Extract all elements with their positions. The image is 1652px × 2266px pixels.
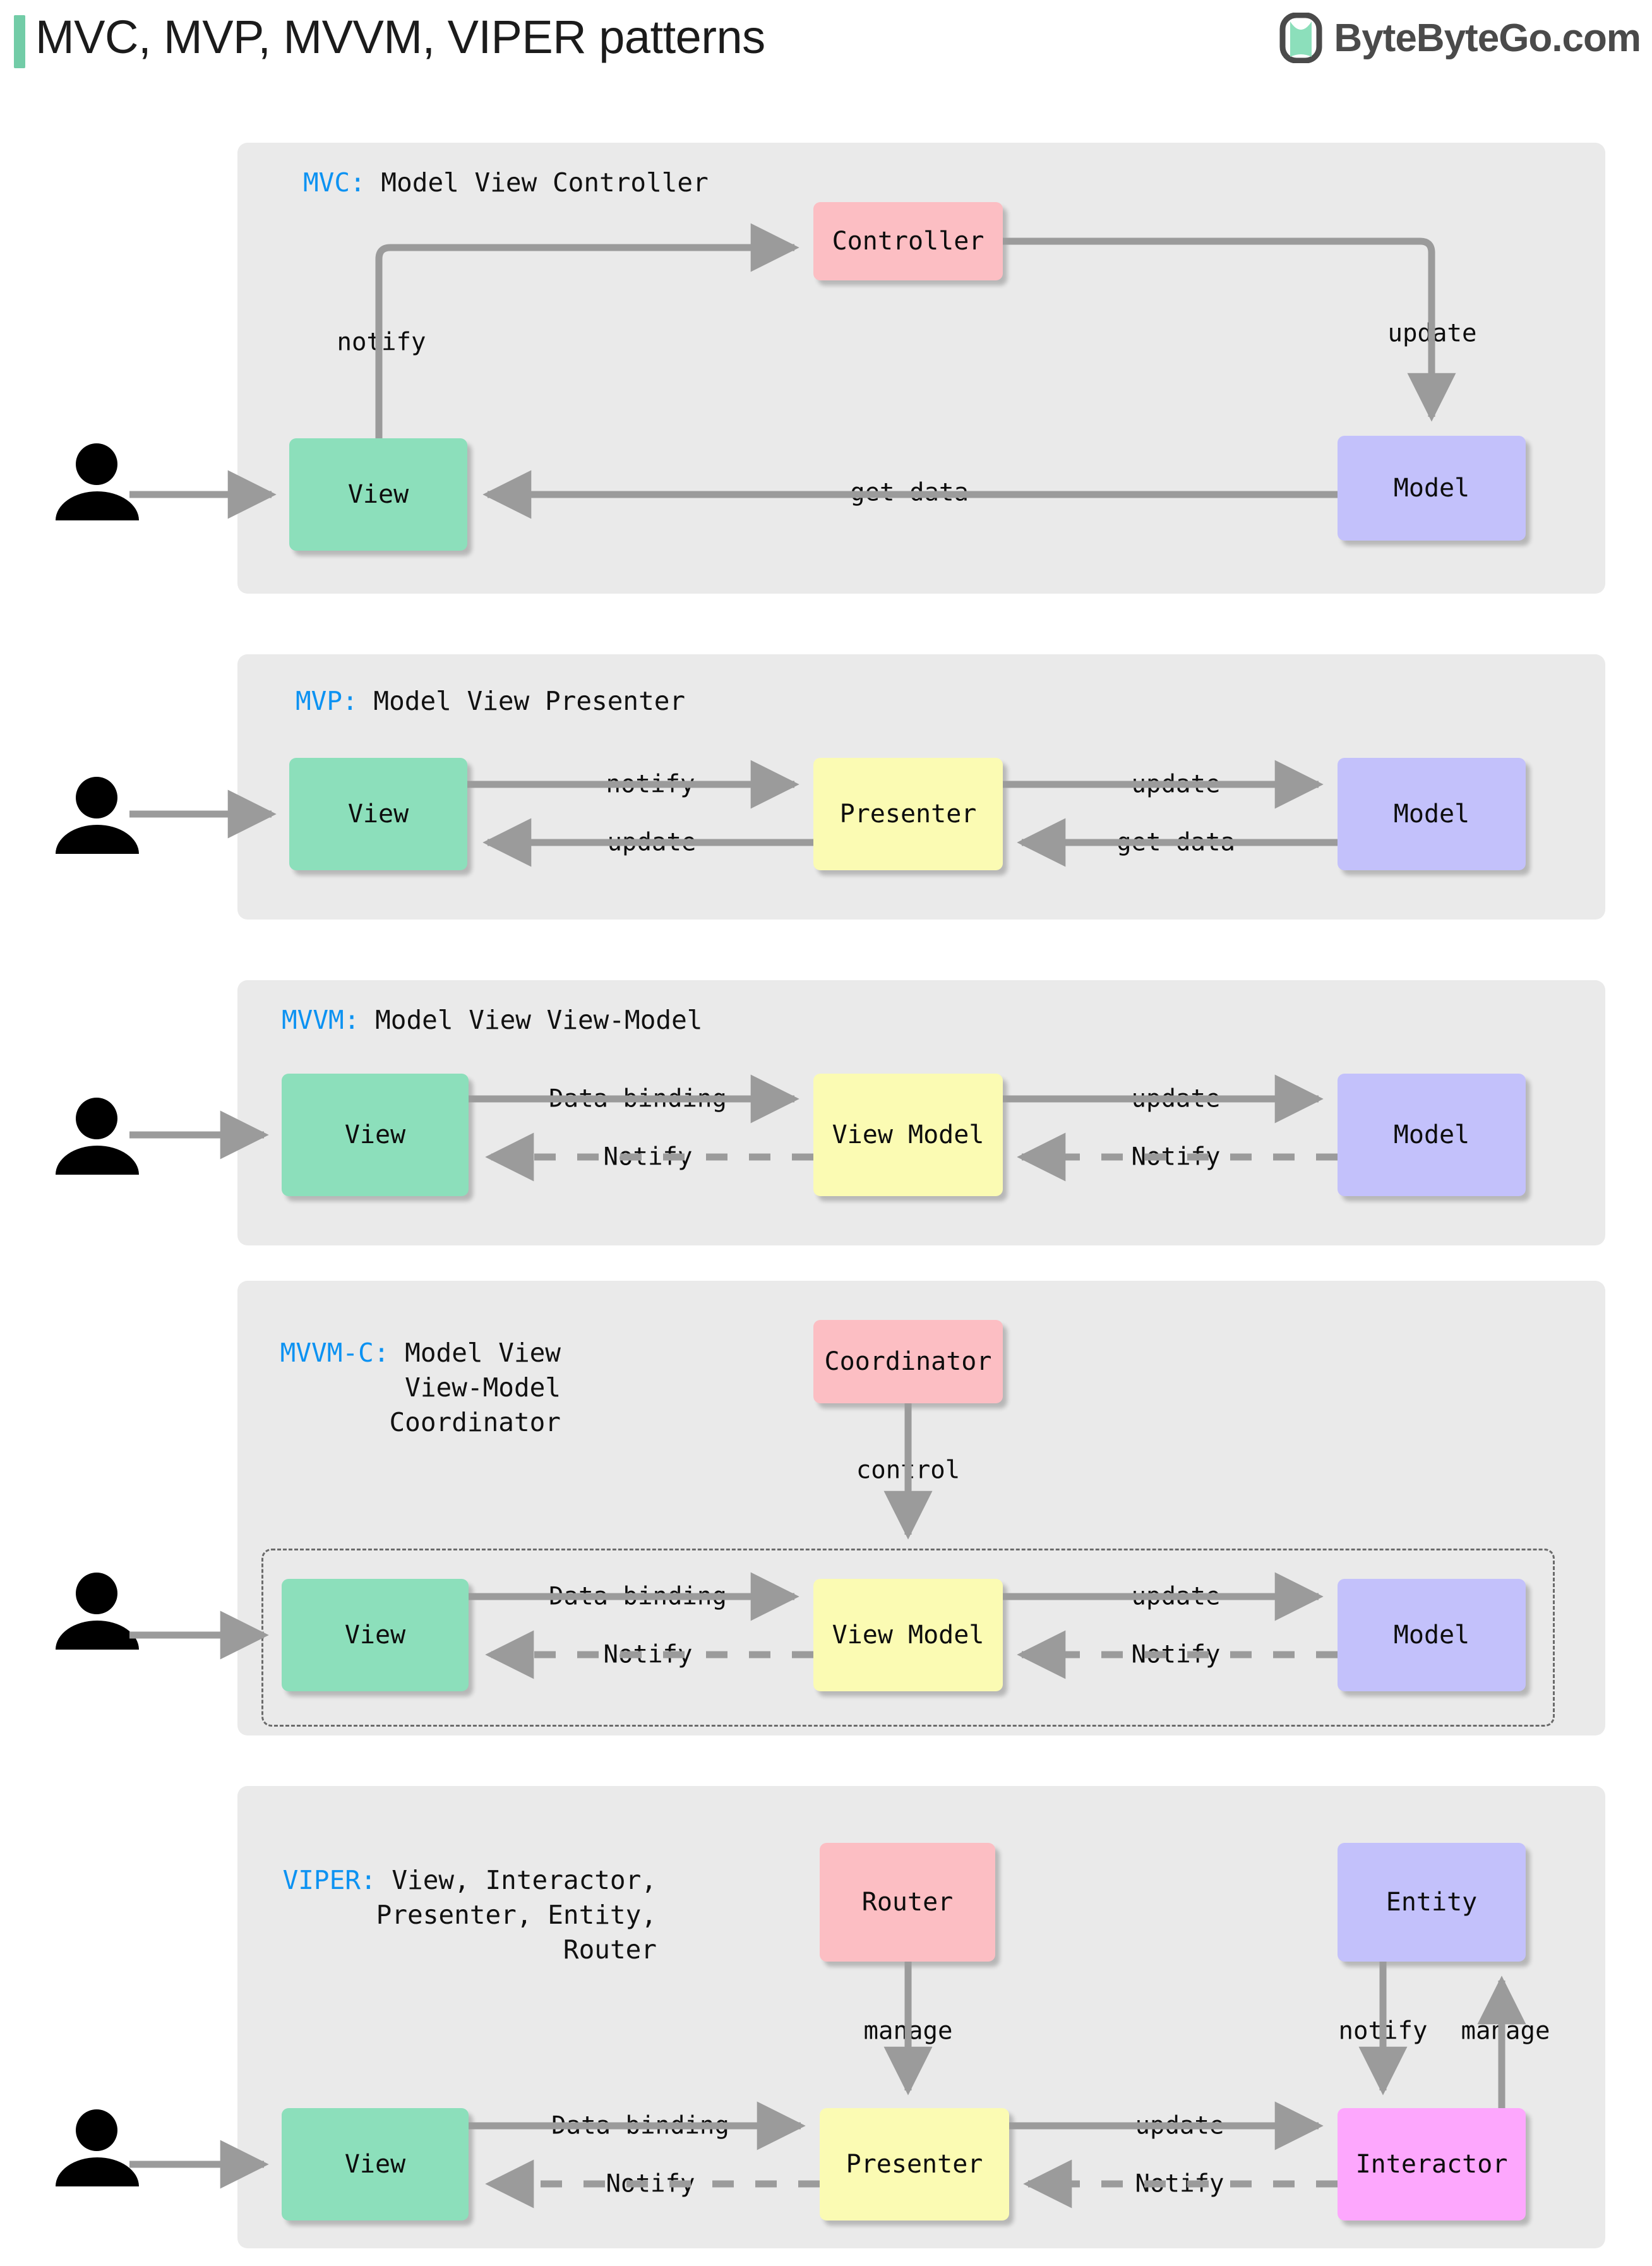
node-mvc-view[interactable]: View: [289, 438, 467, 551]
edge-label-mvc-update: update: [1387, 319, 1477, 348]
edge-label-viper-manage-entity: manage: [1461, 2017, 1550, 2046]
edge-label-mvvm-update: update: [1131, 1084, 1221, 1113]
bytebytego-mark-icon: [1279, 13, 1322, 63]
node-viper-view[interactable]: View: [282, 2108, 469, 2221]
logo-text: ByteByteGo.com: [1334, 16, 1641, 60]
user-icon-mvvm: [56, 1098, 139, 1175]
edge-label-mvvmc-databinding: Data binding: [549, 1582, 727, 1611]
bytebytego-logo: ByteByteGo.com: [1279, 13, 1641, 63]
user-body-shape: [56, 491, 139, 520]
user-icon-mvp: [56, 777, 139, 854]
panel-viper-title: VIPER: View, Interactor, Presenter, Entit…: [126, 1863, 657, 1967]
user-head-shape: [76, 1098, 117, 1139]
user-icon-viper: [56, 2109, 139, 2186]
edge-label-mvp-update: update: [607, 828, 697, 857]
title-accent-bar: [14, 15, 25, 68]
panel-mvvmc-title-l3: Coordinator: [389, 1407, 561, 1437]
node-viper-router[interactable]: Router: [820, 1843, 995, 1962]
node-mvvmc-coordinator[interactable]: Coordinator: [813, 1320, 1003, 1403]
user-body-shape: [56, 825, 139, 854]
user-head-shape: [76, 777, 117, 818]
user-body-shape: [56, 1621, 139, 1650]
node-viper-interactor[interactable]: Interactor: [1338, 2108, 1526, 2221]
edge-label-mvvmc-notify: Notify: [603, 1640, 693, 1669]
node-mvvmc-view[interactable]: View: [282, 1579, 469, 1691]
panel-mvvmc-title-l2: View-Model: [405, 1372, 561, 1403]
node-mvvm-view[interactable]: View: [282, 1074, 469, 1196]
panel-mvvmc-title-l1: Model View: [389, 1338, 561, 1368]
node-mvc-controller[interactable]: Controller: [813, 202, 1003, 280]
panel-mvvmc-title-key: MVVM-C:: [280, 1338, 390, 1368]
node-mvp-presenter[interactable]: Presenter: [813, 758, 1003, 870]
user-head-shape: [76, 443, 117, 485]
edge-label-mvvmc-control: control: [856, 1456, 961, 1485]
node-mvvmc-model[interactable]: Model: [1338, 1579, 1526, 1691]
panel-mvp-title-key: MVP:: [296, 686, 358, 716]
edge-label-mvvmc-update: update: [1131, 1582, 1221, 1611]
page-title: MVC, MVP, MVVM, VIPER patterns: [35, 11, 765, 63]
panel-mvvm-title-key: MVVM:: [282, 1005, 360, 1035]
edge-label-mvp-getdata: get data: [1116, 828, 1235, 857]
edge-label-viper-manage-router: manage: [863, 2017, 953, 2046]
panel-viper-title-key: VIPER:: [282, 1865, 376, 1895]
page-header: MVC, MVP, MVVM, VIPER patterns ByteByteG…: [0, 0, 1652, 101]
edge-label-mvvm-databinding: Data binding: [549, 1084, 727, 1113]
node-mvvm-model[interactable]: Model: [1338, 1074, 1526, 1196]
node-viper-entity[interactable]: Entity: [1338, 1843, 1526, 1962]
edge-label-mvp-update2: update: [1131, 770, 1221, 799]
edge-label-mvvm-notify2: Notify: [1131, 1142, 1221, 1172]
panel-viper-title-l3: Router: [563, 1934, 657, 1965]
user-body-shape: [56, 2157, 139, 2186]
edge-label-viper-notify2: Notify: [1135, 2169, 1224, 2198]
node-mvvm-viewmodel[interactable]: View Model: [813, 1074, 1003, 1196]
edge-label-viper-notify: Notify: [606, 2169, 695, 2198]
panel-viper-title-l2: Presenter, Entity,: [376, 1900, 657, 1930]
user-head-shape: [76, 2109, 117, 2151]
panel-mvvm-title-rest: Model View View-Model: [359, 1005, 703, 1035]
node-mvp-view[interactable]: View: [289, 758, 467, 870]
edge-label-mvc-getdata: get data: [850, 478, 969, 507]
panel-viper-title-l1: View, Interactor,: [376, 1865, 657, 1895]
user-icon-mvvmc: [56, 1573, 139, 1650]
edge-label-mvp-notify: notify: [606, 770, 695, 799]
panel-mvp-title-rest: Model View Presenter: [357, 686, 686, 716]
edge-label-viper-update: update: [1135, 2111, 1224, 2140]
node-viper-presenter[interactable]: Presenter: [820, 2108, 1009, 2221]
node-mvc-model[interactable]: Model: [1338, 436, 1526, 541]
panel-mvp-title: MVP: Model View Presenter: [296, 684, 685, 719]
user-body-shape: [56, 1146, 139, 1175]
edge-label-mvvmc-notify2: Notify: [1131, 1640, 1221, 1669]
panel-mvc-title-rest: Model View Controller: [365, 167, 709, 198]
edge-label-viper-notify-entity: notify: [1338, 2017, 1428, 2046]
panel-mvc-title: MVC: Model View Controller: [303, 165, 709, 200]
panel-mvc-title-key: MVC:: [303, 167, 366, 198]
user-icon-mvc: [56, 443, 139, 520]
node-mvp-model[interactable]: Model: [1338, 758, 1526, 870]
user-head-shape: [76, 1573, 117, 1614]
panel-mvvm-title: MVVM: Model View View-Model: [282, 1003, 702, 1038]
edge-label-viper-databinding: Data binding: [551, 2111, 729, 2140]
node-mvvmc-viewmodel[interactable]: View Model: [813, 1579, 1003, 1691]
edge-label-mvvm-notify: Notify: [603, 1142, 693, 1172]
edge-label-mvc-notify: notify: [337, 328, 426, 357]
